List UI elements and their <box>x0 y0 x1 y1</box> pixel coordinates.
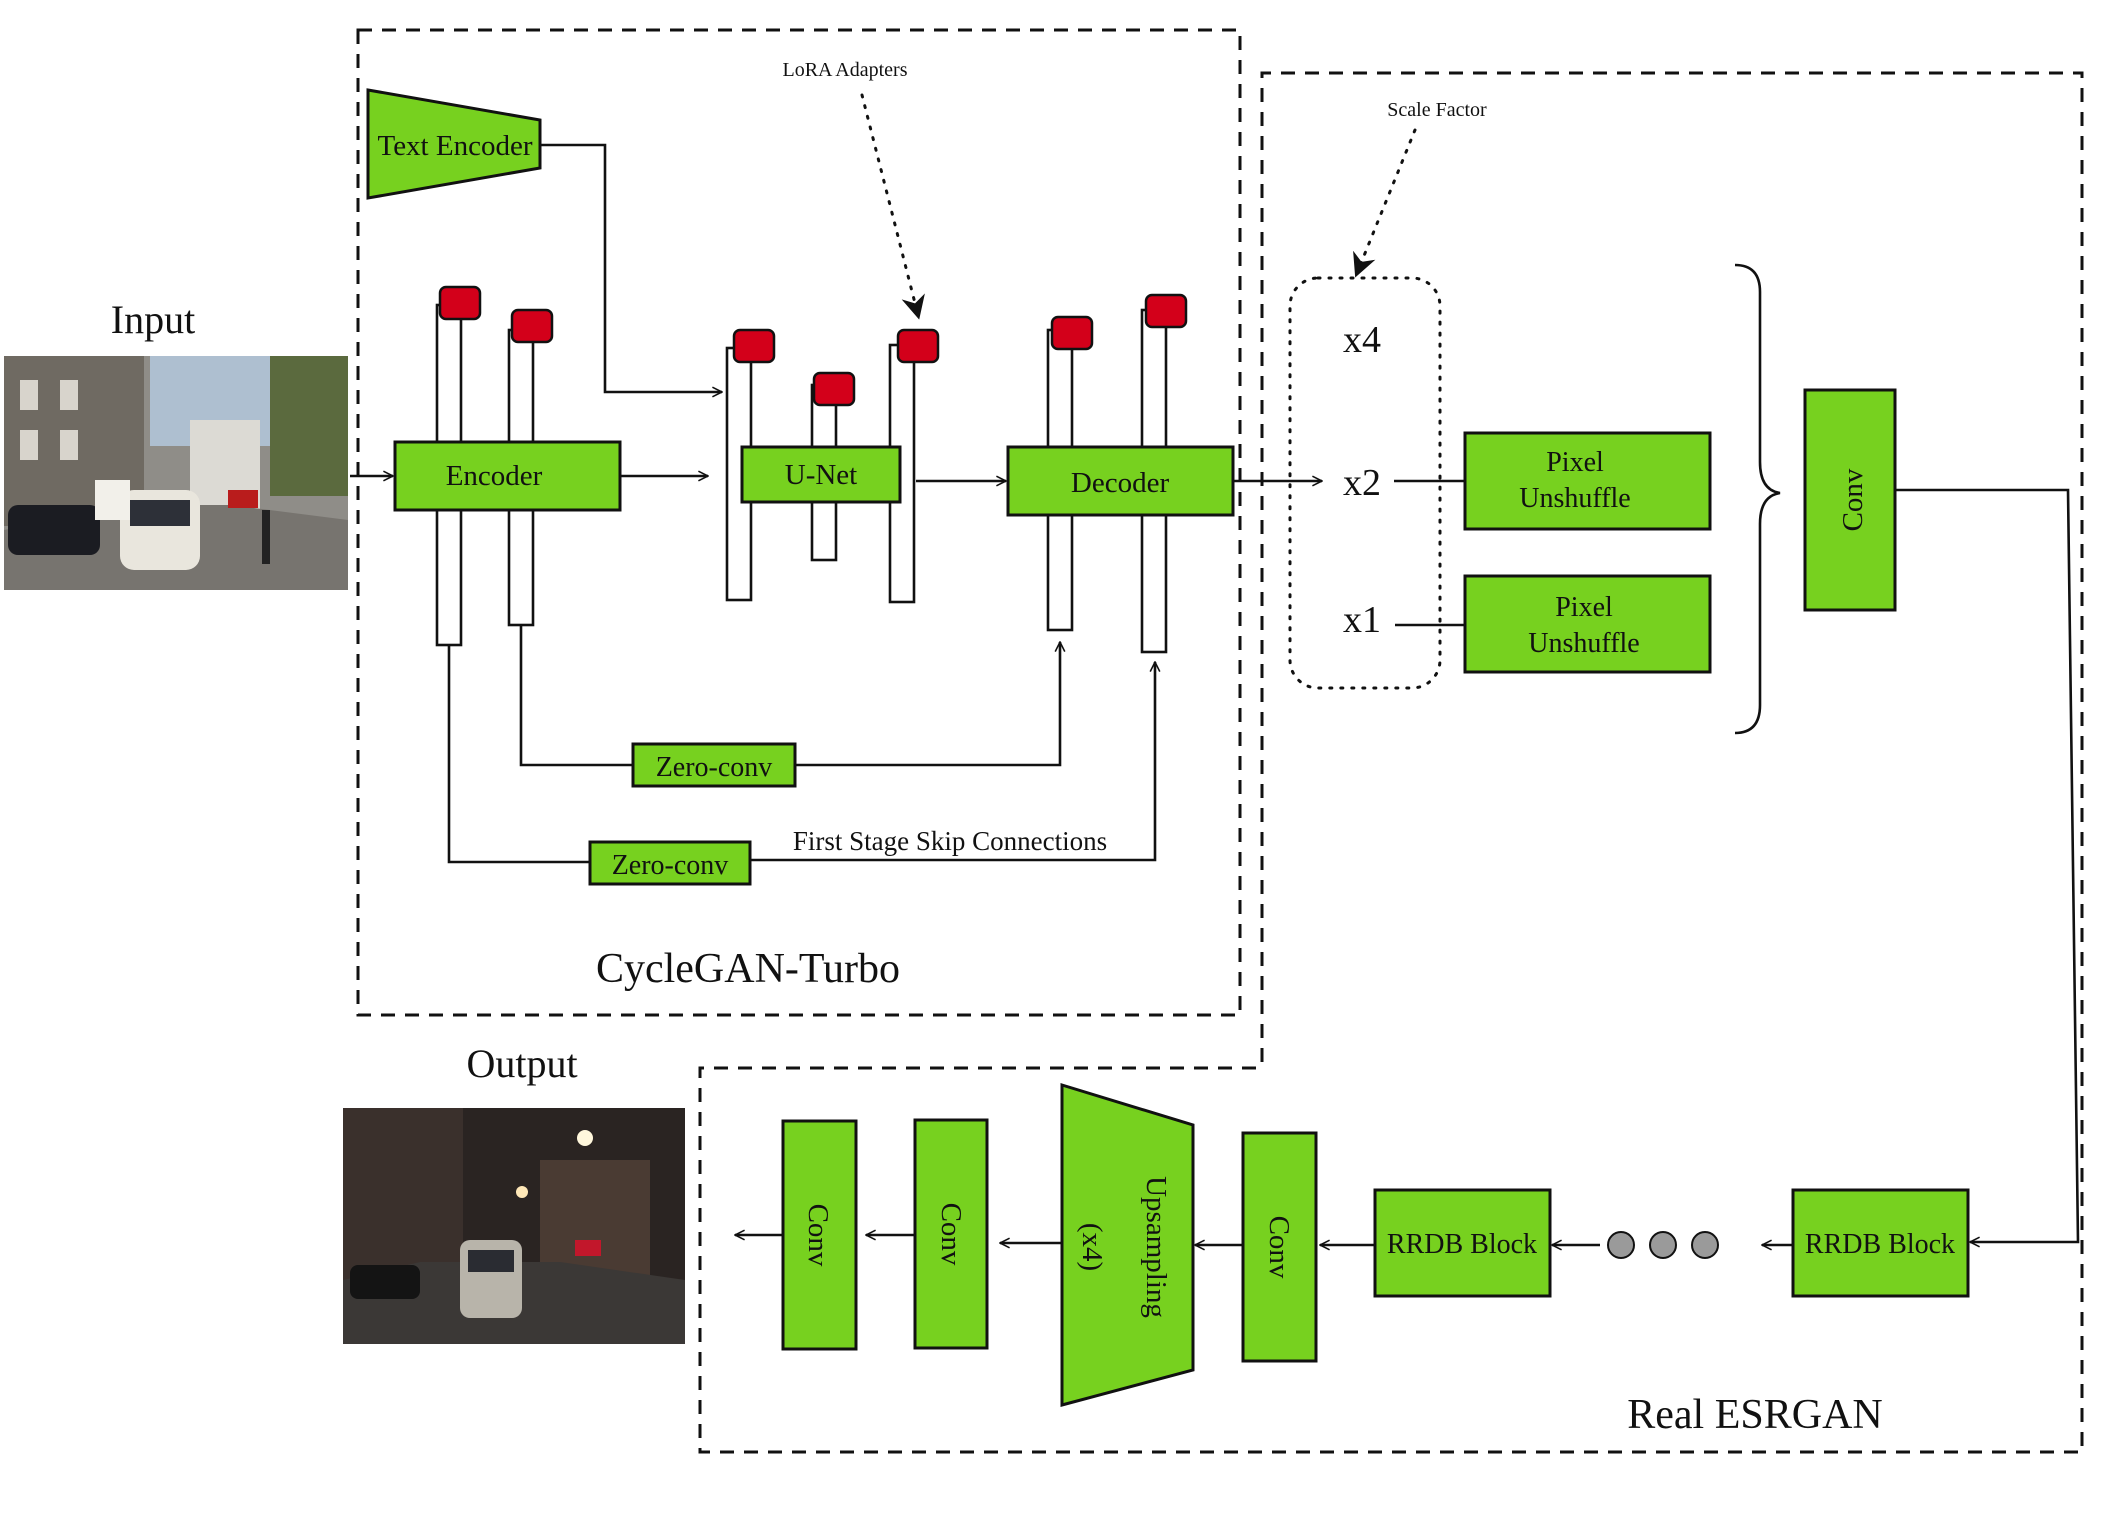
scale-factor-caption: Scale Factor <box>1387 99 1487 121</box>
pixel-unshuffle-1-line2: Unshuffle <box>1519 483 1630 514</box>
text-encoder-label: Text Encoder <box>378 130 533 162</box>
ellipsis-dot <box>1607 1231 1635 1259</box>
conv-label-bottom: Conv <box>1263 1216 1295 1279</box>
upsampling-block <box>1060 1082 1195 1407</box>
ellipsis-dot <box>1691 1231 1719 1259</box>
upsampling-factor-label: (x4) <box>1076 1223 1108 1271</box>
scale-x4: x4 <box>1343 319 1381 361</box>
text-encoder-arrow <box>540 143 722 392</box>
encoder-label: Encoder <box>446 460 543 492</box>
lora-adapter <box>1144 293 1188 329</box>
rrdb-block-left <box>1373 1188 1552 1298</box>
pixel-unshuffle-2-line2: Unshuffle <box>1528 628 1639 659</box>
real-esrgan-title: Real ESRGAN <box>1627 1392 1883 1438</box>
merge-brace <box>1734 263 1781 735</box>
zero-conv-block-2 <box>588 840 752 886</box>
decoder-label: Decoder <box>1071 467 1170 499</box>
unet-label: U-Net <box>785 459 857 491</box>
pixel-unshuffle-1-line1: Pixel <box>1546 447 1604 478</box>
skip-connections-caption: First Stage Skip Connections <box>793 826 1107 856</box>
conv-label-mid: Conv <box>935 1203 967 1266</box>
lora-adapter <box>438 285 482 321</box>
lora-adapter <box>1050 315 1094 351</box>
encoder-block <box>393 440 622 512</box>
lora-adapter <box>732 328 776 364</box>
scale-x1: x1 <box>1343 599 1381 641</box>
skip-line-2 <box>447 645 590 864</box>
skip-arrow-2 <box>750 662 1155 862</box>
rrdb-label-right: RRDB Block <box>1805 1229 1955 1260</box>
zero-conv-label-1: Zero-conv <box>656 752 773 783</box>
unet-block <box>740 445 902 504</box>
conv-label-left: Conv <box>802 1204 834 1267</box>
cyclegan-title: CycleGAN-Turbo <box>596 946 900 992</box>
text-encoder-block <box>366 88 542 200</box>
conv-block-top <box>1803 388 1897 612</box>
output-image <box>343 1108 685 1344</box>
cyclegan-turbo-container <box>356 28 1242 1017</box>
lora-adapter <box>896 328 940 364</box>
lora-adapter <box>510 308 554 344</box>
lora-adapters-caption: LoRA Adapters <box>783 59 908 81</box>
conv-block-mid <box>913 1118 989 1350</box>
decoder-block <box>1006 445 1235 517</box>
conv-block-left <box>781 1119 858 1351</box>
real-esrgan-container <box>698 71 2084 1454</box>
zero-conv-label-2: Zero-conv <box>612 850 729 881</box>
zero-conv-block-1 <box>631 742 797 788</box>
output-label: Output <box>466 1041 577 1086</box>
skip-line-1 <box>519 625 633 767</box>
scale-options-group <box>1288 276 1442 690</box>
lora-adapter <box>812 371 856 407</box>
lora-pointer <box>860 93 925 320</box>
input-image <box>4 356 348 590</box>
conv-to-rrdb-arrow <box>1895 488 2080 1242</box>
input-label: Input <box>111 297 195 342</box>
pixel-unshuffle-2-line1: Pixel <box>1555 592 1613 623</box>
upsampling-label: Upsampling <box>1140 1176 1172 1318</box>
conv-block-bottom <box>1241 1131 1318 1363</box>
scale-factor-pointer <box>1353 128 1417 278</box>
pixel-unshuffle-block-1 <box>1463 431 1712 531</box>
scale-x2: x2 <box>1343 462 1381 504</box>
pixel-unshuffle-block-2 <box>1463 574 1712 674</box>
conv-label-top: Conv <box>1837 468 1869 531</box>
rrdb-block-right <box>1791 1188 1970 1298</box>
skip-arrow-1 <box>795 642 1060 767</box>
rrdb-label-left: RRDB Block <box>1387 1229 1537 1260</box>
ellipsis-dot <box>1649 1231 1677 1259</box>
